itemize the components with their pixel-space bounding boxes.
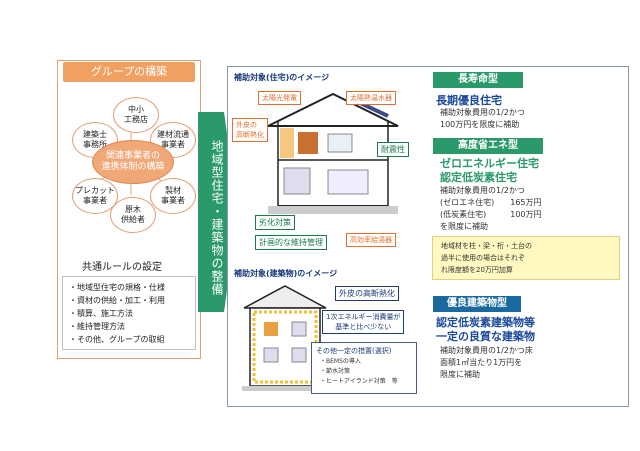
label-solar-water: 太陽熱温水器 bbox=[346, 91, 396, 105]
rule-item: ・資材の供給・加工・利用 bbox=[69, 296, 165, 305]
label-water-heater: 高効率給湯器 bbox=[346, 233, 396, 247]
excellent-line: 補助対象費用の1/2かつ床 bbox=[440, 346, 533, 355]
wood-note-box: 地域材を柱・梁・桁・土台の 過半に使用の場合はそれぞ れ限度額を20万円加算 bbox=[432, 236, 620, 280]
heading-long-term-quality: 長期優良住宅 bbox=[436, 94, 502, 107]
energy-line: (ゼロエネ住宅) 165万円 bbox=[440, 198, 542, 207]
node-log-supplier: 原木供給者 bbox=[110, 197, 156, 233]
center-node: 関連事業者の連携体制の構築 bbox=[92, 140, 174, 184]
label-building-insulation: 外皮の高断熱化 bbox=[335, 286, 399, 301]
arrow-text: 地域型住宅・建築物の整備 bbox=[210, 140, 224, 296]
node-material-distributor: 建材流通事業者 bbox=[150, 122, 196, 158]
housing-title: 補助対象(住宅)のイメージ bbox=[234, 73, 330, 82]
wood-note-line: 地域材を柱・梁・桁・土台の bbox=[441, 242, 532, 250]
category-excellent-building: 優良建築物型 bbox=[433, 296, 521, 312]
heading-zero-energy: ゼロエネルギー住宅 bbox=[440, 157, 539, 170]
energy-line: (低炭素住宅) 100万円 bbox=[440, 210, 542, 219]
heading-quality-building: 一定の良質な建築物 bbox=[436, 330, 535, 343]
rule-item: ・地域型住宅の規格・仕様 bbox=[69, 283, 165, 292]
rules-box: ・地域型住宅の規格・仕様 ・資材の供給・加工・利用 ・積算、施工方法 ・維持管理… bbox=[62, 276, 196, 350]
house-illustration bbox=[267, 92, 399, 214]
measure-item: ・ヒートアイランド対策 等 bbox=[320, 378, 398, 385]
measures-box: その他一定の措置(選択) ・BEMSの導入 ・節水対策 ・ヒートアイランド対策 … bbox=[311, 342, 417, 394]
longevity-line: 100万円を限度に補助 bbox=[440, 120, 520, 129]
longevity-line: 補助対象費用の1/2かつ bbox=[440, 108, 525, 117]
measure-item: ・節水対策 bbox=[320, 368, 351, 375]
wood-note-line: れ限度額を20万円加算 bbox=[441, 266, 513, 274]
group-title: グループの構築 bbox=[63, 62, 195, 82]
heading-low-carbon-house: 認定低炭素住宅 bbox=[440, 171, 517, 184]
label-anti-deterioration: 劣化対策 bbox=[255, 215, 295, 230]
label-insulation: 外皮の高断熱化 bbox=[232, 118, 268, 142]
measures-title: その他一定の措置(選択) bbox=[316, 347, 392, 355]
building-illustration bbox=[242, 285, 328, 391]
label-energy-consumption: 1次エネルギー消費量が基準と比べ少ない bbox=[322, 310, 405, 334]
node-sawmill: 製材事業者 bbox=[150, 178, 196, 214]
rule-item: ・維持管理方法 bbox=[69, 322, 125, 331]
label-seismic: 耐震性 bbox=[377, 142, 409, 157]
excellent-line: 面積1㎡当たり1万円を bbox=[440, 358, 523, 367]
label-maintenance: 計画的な維持管理 bbox=[255, 235, 327, 250]
rule-title: 共通ルールの設定 bbox=[82, 262, 162, 273]
energy-line: を限度に補助 bbox=[440, 222, 488, 231]
heading-low-carbon-building: 認定低炭素建築物等 bbox=[436, 316, 535, 329]
energy-line: 補助対象費用の1/2かつ bbox=[440, 186, 525, 195]
building-title: 補助対象(建築物)のイメージ bbox=[234, 269, 338, 278]
excellent-line: 限度に補助 bbox=[440, 370, 480, 379]
category-energy: 高度省エネ型 bbox=[433, 138, 543, 154]
wood-note-line: 過半に使用の場合はそれぞ bbox=[441, 254, 525, 262]
category-longevity: 長寿命型 bbox=[433, 72, 523, 88]
measure-item: ・BEMSの導入 bbox=[320, 358, 361, 365]
rule-item: ・その他、グループの取組 bbox=[69, 335, 165, 344]
rule-item: ・積算、施工方法 bbox=[69, 309, 133, 318]
node-contractor: 中小工務店 bbox=[113, 97, 159, 133]
label-solar-power: 太陽光発電 bbox=[258, 91, 301, 105]
